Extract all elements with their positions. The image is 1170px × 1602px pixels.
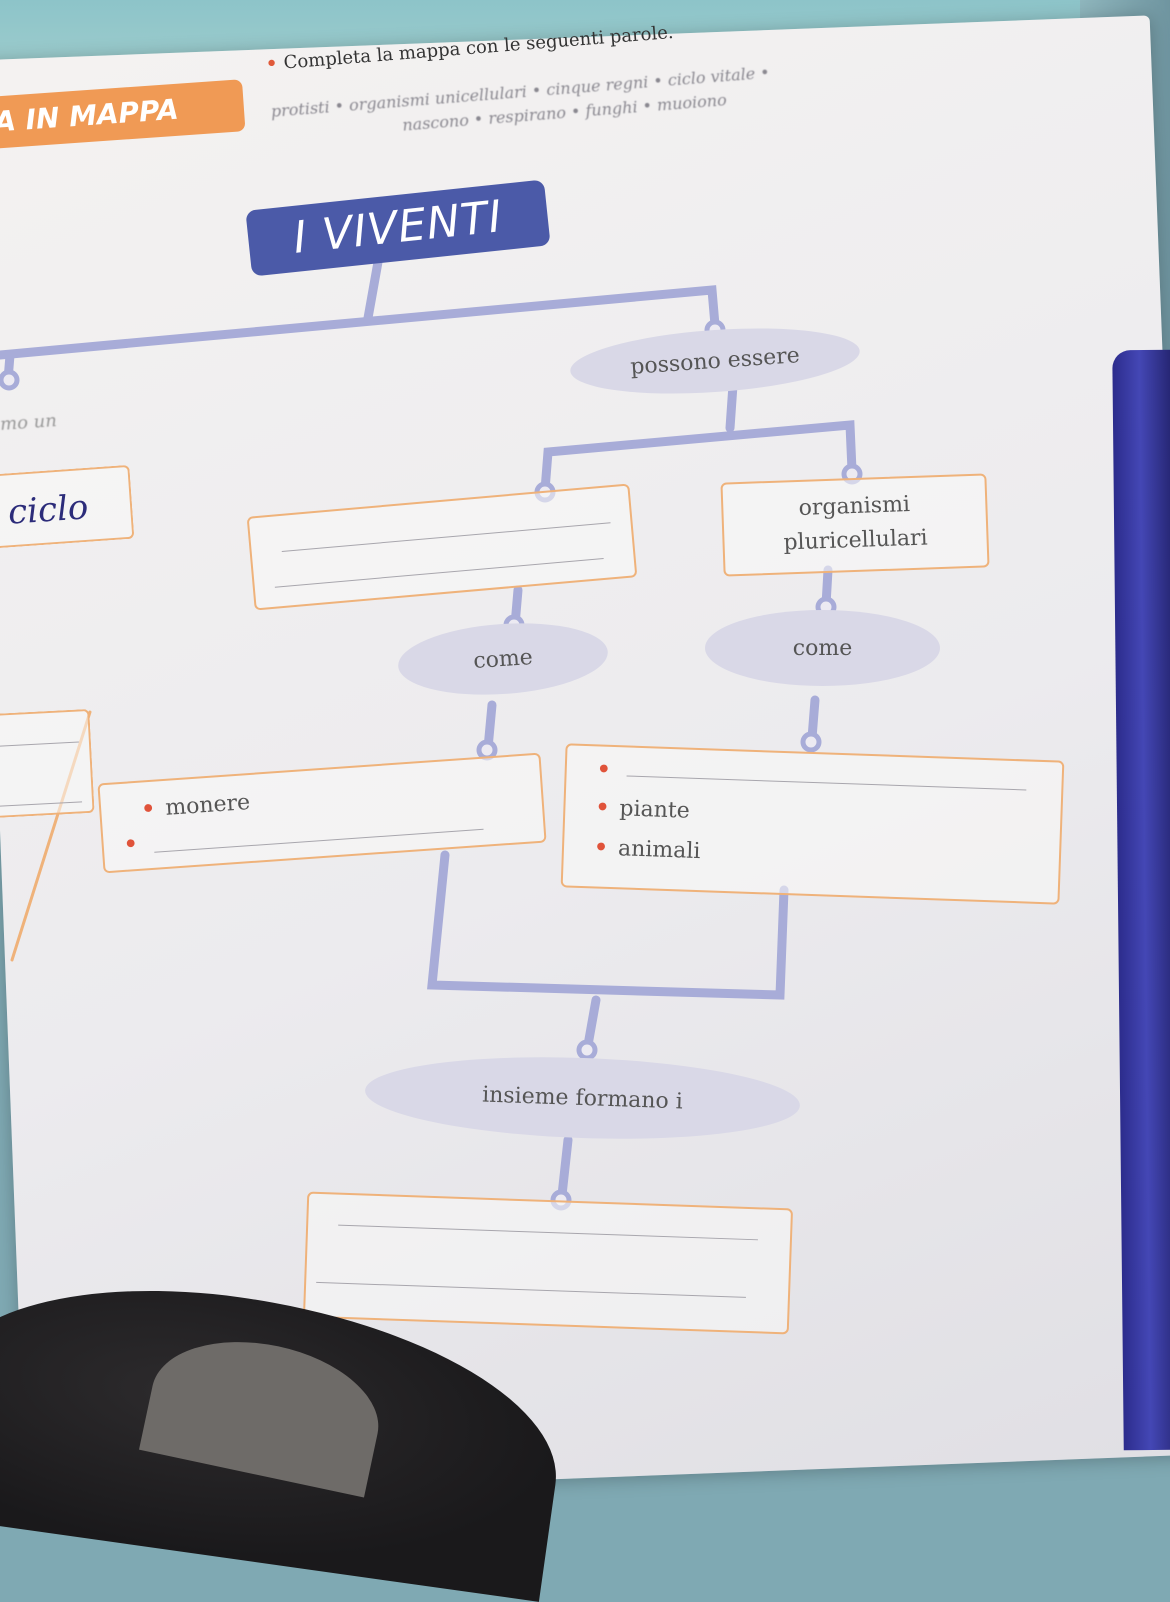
answer-line[interactable] bbox=[0, 801, 83, 808]
answer-line[interactable] bbox=[316, 1281, 746, 1298]
answer-line[interactable] bbox=[274, 557, 604, 588]
list-item[interactable]: • bbox=[596, 756, 621, 783]
come-right-label: come bbox=[792, 635, 853, 661]
list-item[interactable]: • bbox=[123, 830, 149, 858]
bullet-icon: • bbox=[593, 834, 609, 861]
bullet-icon: • bbox=[140, 795, 157, 823]
handwritten-answer: ciclo bbox=[6, 487, 90, 533]
bullet-icon: • bbox=[596, 756, 612, 783]
possono-essere-label: possono essere bbox=[629, 342, 801, 380]
list-item: • animali bbox=[594, 834, 701, 864]
monere-label: monere bbox=[164, 790, 251, 821]
connector-possono-down bbox=[725, 380, 738, 433]
partial-left-label: mo un bbox=[0, 410, 58, 435]
connector-join-down bbox=[583, 995, 601, 1050]
connector-title-down bbox=[363, 257, 383, 323]
connector-come-right: come bbox=[705, 610, 940, 686]
box-regni: • • piante • animali bbox=[560, 743, 1065, 905]
list-item: • piante bbox=[595, 794, 690, 823]
answer-line[interactable] bbox=[0, 741, 79, 748]
connector-insieme-down bbox=[557, 1135, 573, 1200]
connector-main-horizontal bbox=[0, 285, 720, 360]
connector-node bbox=[800, 731, 822, 753]
connector-node bbox=[0, 369, 20, 391]
piante-label: piante bbox=[619, 796, 691, 824]
bullet-icon: • bbox=[594, 794, 610, 821]
animali-label: animali bbox=[617, 836, 701, 865]
box-pluricellulari: organismi pluricellulari bbox=[720, 473, 990, 577]
list-item: •monere bbox=[140, 789, 250, 823]
insieme-formano-label: insieme formano i bbox=[481, 1082, 684, 1114]
come-left-label: come bbox=[472, 644, 534, 674]
answer-line[interactable] bbox=[626, 775, 1027, 791]
pluricellulari-label: organismi pluricellulari bbox=[783, 492, 928, 556]
answer-line[interactable] bbox=[338, 1224, 758, 1241]
box-answer-final[interactable] bbox=[302, 1191, 794, 1335]
bullet-icon: • bbox=[122, 830, 139, 858]
connector-join bbox=[427, 850, 789, 1000]
box-left-partial bbox=[0, 708, 95, 820]
map-connectors bbox=[0, 257, 863, 1211]
connector-split bbox=[540, 420, 857, 495]
answer-line[interactable] bbox=[281, 522, 611, 552]
answer-line[interactable] bbox=[154, 828, 484, 853]
connector-node bbox=[576, 1039, 598, 1061]
